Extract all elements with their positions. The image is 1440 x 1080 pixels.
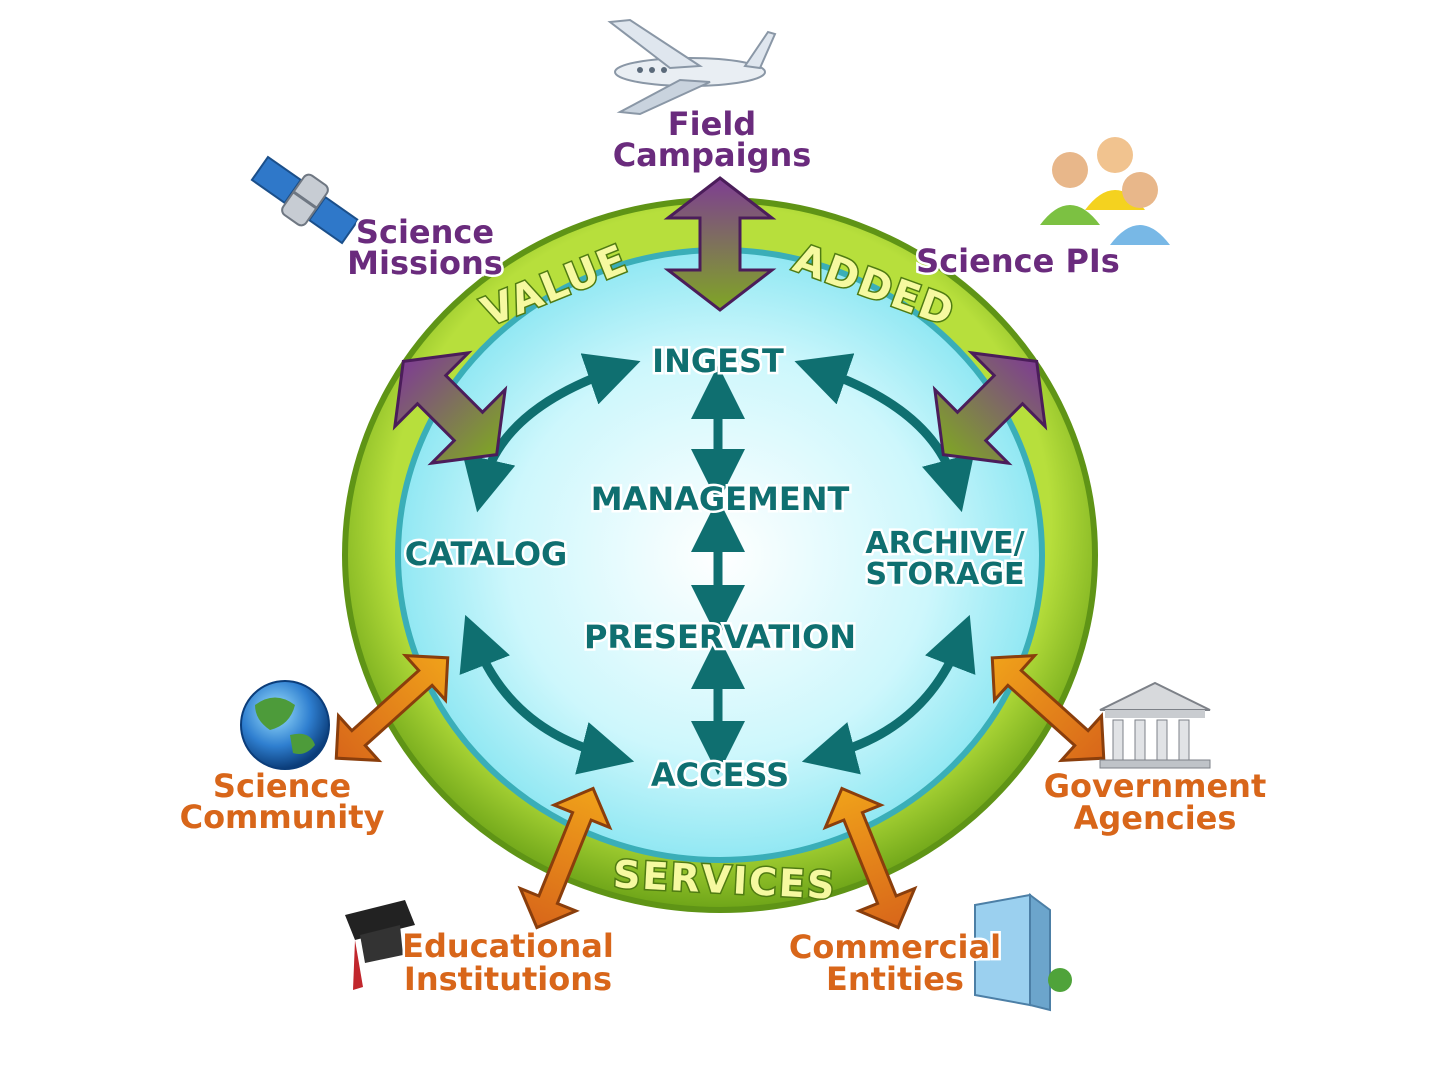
- arrow-ingest-archive: [794, 353, 975, 513]
- globe-icon: [240, 680, 330, 770]
- label-edu-2: Institutions: [404, 960, 612, 998]
- label-gov-1: Government: [1044, 767, 1267, 805]
- label-campaigns: Campaigns: [613, 136, 812, 174]
- arrow-science-missions: [392, 350, 508, 466]
- core-flow-arrows: [459, 353, 976, 775]
- core-archive-line1: ARCHIVE/: [865, 526, 1024, 561]
- arrow-archive-access: [801, 614, 976, 775]
- label-commercial-2: Entities: [826, 960, 964, 998]
- arrow-commercial: [822, 786, 918, 930]
- label-community-2: Community: [180, 798, 385, 836]
- label-gov-2: Agencies: [1074, 799, 1237, 837]
- arrow-catalog-access: [459, 614, 635, 775]
- label-science-pis: Science PIs: [916, 242, 1120, 280]
- label-commercial-1: Commercial: [789, 928, 1001, 966]
- core-catalog: CATALOG: [405, 535, 568, 573]
- label-field: Field: [668, 105, 756, 143]
- office-building-icon: [974, 893, 1072, 1012]
- core-access: ACCESS: [651, 756, 789, 794]
- people-icon: [1040, 137, 1170, 245]
- government-building-icon: [1099, 681, 1211, 769]
- label-community-1: Science: [213, 767, 351, 805]
- label-missions-1: Science: [356, 213, 494, 251]
- label-missions-2: Missions: [347, 244, 503, 282]
- core-archive-line2: STORAGE: [865, 557, 1024, 592]
- arrow-educational: [517, 786, 613, 930]
- arrow-science-community: [334, 653, 450, 763]
- label-edu-1: Educational: [402, 927, 614, 965]
- satellite-icon: [250, 155, 360, 245]
- arrow-ingest-catalog: [462, 353, 641, 513]
- arrow-government: [990, 653, 1106, 763]
- core-ingest: INGEST: [652, 342, 784, 380]
- arrow-field-campaigns: [663, 176, 777, 312]
- graduation-cap-icon: [345, 900, 415, 990]
- arrow-science-pis: [932, 350, 1048, 466]
- airplane-icon: [607, 18, 777, 116]
- core-management: MANAGEMENT: [591, 480, 850, 518]
- source-arrows: [392, 176, 1048, 466]
- core-preservation: PRESERVATION: [584, 618, 856, 656]
- user-arrows: [334, 653, 1106, 930]
